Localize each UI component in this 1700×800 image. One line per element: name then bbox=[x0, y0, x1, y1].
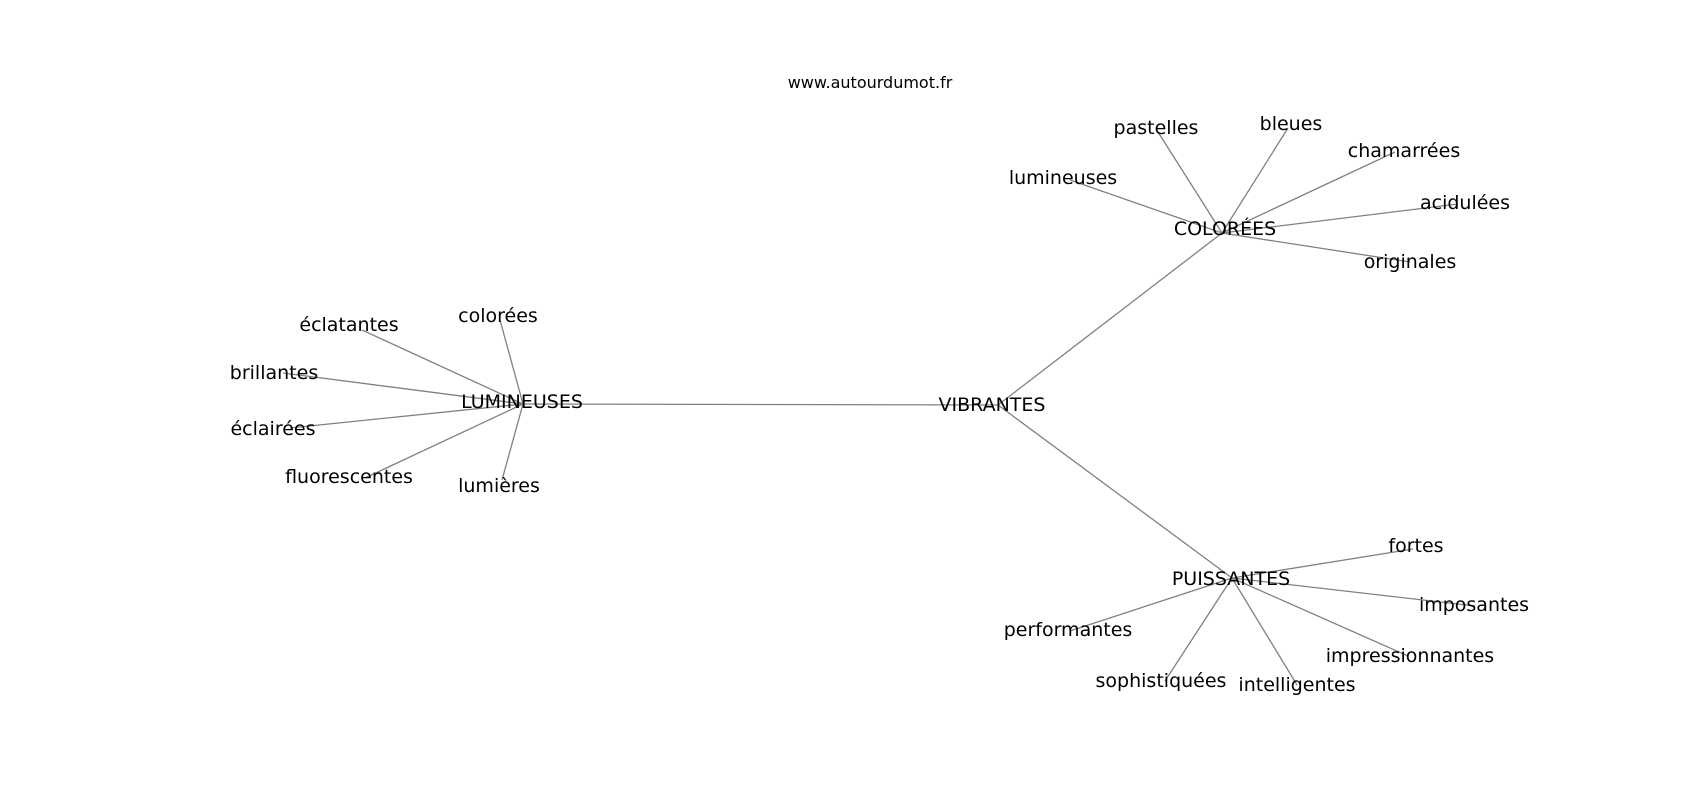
edge-lumineuses-brillantes bbox=[282, 372, 524, 405]
edge-puissantes-performantes bbox=[1069, 577, 1233, 632]
leaf-word-brillantes[interactable]: brillantes bbox=[230, 362, 318, 384]
leaf-word-colorees[interactable]: colorées bbox=[458, 305, 538, 327]
leaf-word-bleues[interactable]: bleues bbox=[1260, 113, 1323, 135]
hub-word-lumineuses[interactable]: LUMINEUSES bbox=[461, 391, 583, 413]
leaf-word-fortes[interactable]: fortes bbox=[1388, 535, 1443, 557]
edge-lumineuses-colorees bbox=[499, 319, 524, 405]
edge-lumineuses-lumieres bbox=[501, 403, 524, 481]
leaf-word-pastelles[interactable]: pastelles bbox=[1114, 117, 1199, 139]
edge-lumineuses-eclatantes bbox=[361, 329, 524, 405]
edge-lumineuses-fluorescentes bbox=[364, 403, 524, 479]
leaf-word-eclairees[interactable]: éclairées bbox=[230, 418, 315, 440]
leaf-word-impressionnantes[interactable]: impressionnantes bbox=[1326, 645, 1494, 667]
leaf-word-chamarrees[interactable]: chamarrées bbox=[1348, 140, 1460, 162]
leaf-word-imposantes[interactable]: imposantes bbox=[1419, 594, 1529, 616]
leaf-word-intelligentes[interactable]: intelligentes bbox=[1238, 674, 1355, 696]
leaf-word-lumieres[interactable]: lumières bbox=[458, 475, 540, 497]
edge-colorees-lumineuses bbox=[1069, 179, 1223, 234]
leaf-word-eclatantes[interactable]: éclatantes bbox=[299, 314, 398, 336]
hub-word-colorees[interactable]: COLORÉES bbox=[1174, 217, 1276, 240]
leaf-word-performantes[interactable]: performantes bbox=[1004, 619, 1133, 641]
edge-colorees-acidulees bbox=[1221, 203, 1459, 234]
leaf-word-fluorescentes[interactable]: fluorescentes bbox=[285, 466, 413, 488]
hub-word-puissantes[interactable]: PUISSANTES bbox=[1172, 568, 1290, 590]
graph-labels: VIBRANTES LUMINEUSES colorées éclatantes bri… bbox=[230, 113, 1529, 696]
site-watermark: www.autourdumot.fr bbox=[788, 73, 953, 92]
edge-puissantes-impressionnantes bbox=[1231, 577, 1409, 657]
root-word-vibrantes[interactable]: VIBRANTES bbox=[939, 394, 1046, 416]
edge-lumineuses-eclairees bbox=[289, 403, 524, 429]
graph-edges bbox=[282, 127, 1476, 686]
edge-root-puissantes bbox=[997, 404, 1233, 579]
edge-puissantes-intelligentes bbox=[1231, 577, 1298, 686]
edge-puissantes-fortes bbox=[1231, 548, 1414, 579]
leaf-word-acidulees[interactable]: acidulées bbox=[1420, 192, 1510, 214]
leaf-word-lumineuses[interactable]: lumineuses bbox=[1009, 167, 1117, 189]
edge-colorees-bleues bbox=[1221, 127, 1289, 234]
edge-colorees-chamarrees bbox=[1221, 151, 1396, 234]
edge-puissantes-imposantes bbox=[1231, 577, 1476, 607]
edge-colorees-pastelles bbox=[1157, 131, 1223, 234]
edge-puissantes-sophistiquees bbox=[1164, 577, 1233, 682]
leaf-word-sophistiquees[interactable]: sophistiquées bbox=[1096, 670, 1227, 692]
edge-root-colorees bbox=[997, 232, 1223, 406]
leaf-word-originales[interactable]: originales bbox=[1364, 251, 1457, 273]
edge-root-lumineuses bbox=[522, 403, 999, 406]
edge-colorees-originales bbox=[1221, 232, 1411, 263]
